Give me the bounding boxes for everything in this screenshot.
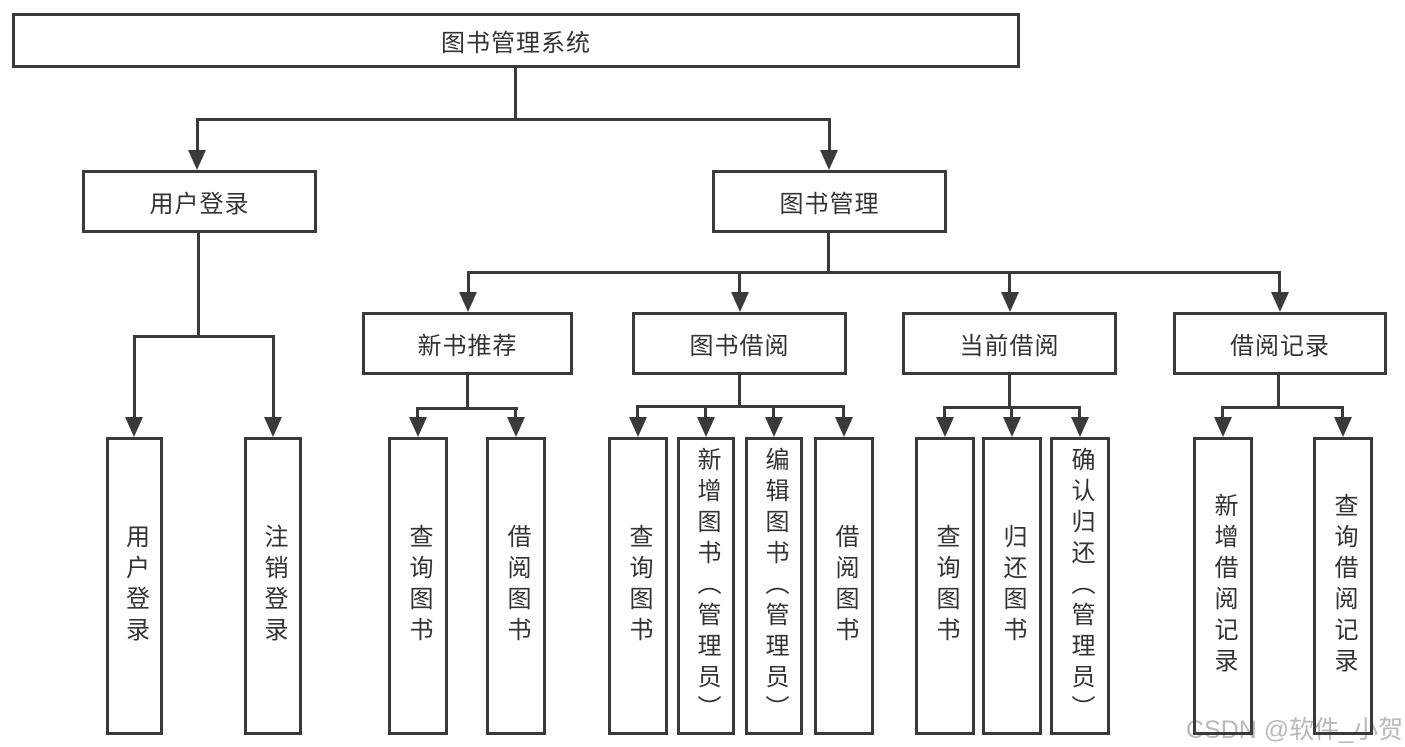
arrowhead-down-icon — [1001, 292, 1019, 312]
leaf-borrow-books-1: 借阅图书 — [486, 437, 546, 735]
connector-line — [272, 335, 275, 419]
connector-line — [1078, 406, 1081, 419]
leaf-label: 借阅图书 — [503, 524, 530, 648]
connector-line — [828, 118, 831, 152]
arrowhead-down-icon — [697, 417, 715, 437]
node-current-borrowing: 当前借阅 — [902, 312, 1117, 375]
connector-line — [1221, 406, 1224, 419]
connector-line — [636, 405, 639, 419]
arrowhead-down-icon — [507, 417, 525, 437]
connector-line — [197, 233, 200, 335]
connector-line — [197, 118, 831, 121]
csdn-watermark: CSDN @软件_小贺同学 — [1186, 716, 1405, 744]
arrowhead-down-icon — [264, 417, 282, 437]
leaf-add-books-admin: 新增图书（管理员） — [677, 437, 735, 735]
node-root-label: 图书管理系统 — [441, 30, 591, 57]
arrowhead-down-icon — [629, 417, 647, 437]
leaf-query-books-3: 查询图书 — [915, 437, 975, 735]
connector-line — [738, 271, 741, 294]
leaf-label: 查询图书 — [932, 524, 959, 648]
arrowhead-down-icon — [936, 417, 954, 437]
connector-line — [772, 405, 775, 419]
connector-line — [943, 406, 946, 419]
connector-line — [133, 335, 274, 338]
node-book-management-label: 图书管理 — [779, 191, 880, 218]
leaf-query-books-2: 查询图书 — [608, 437, 668, 735]
connector-line — [196, 118, 199, 152]
arrowhead-down-icon — [125, 417, 143, 437]
connector-line — [466, 375, 469, 407]
arrowhead-down-icon — [820, 150, 838, 170]
leaf-label: 查询图书 — [625, 524, 652, 648]
connector-line — [514, 407, 517, 419]
arrowhead-down-icon — [731, 292, 749, 312]
leaf-logout: 注销登录 — [244, 437, 302, 735]
leaf-edit-books-admin: 编辑图书（管理员） — [745, 437, 803, 735]
connector-line — [1341, 406, 1344, 419]
arrowhead-down-icon — [1271, 292, 1289, 312]
node-user-login-label: 用户登录 — [149, 191, 250, 218]
leaf-label: 注销登录 — [260, 524, 287, 648]
connector-line — [827, 233, 830, 271]
leaf-label: 借阅图书 — [831, 524, 858, 648]
node-current-borrowing-label: 当前借阅 — [959, 333, 1060, 360]
arrowhead-down-icon — [835, 417, 853, 437]
node-book-management: 图书管理 — [712, 170, 947, 233]
connector-line — [738, 375, 741, 405]
leaf-confirm-return-admin: 确认归还（管理员） — [1050, 437, 1110, 735]
connector-line — [636, 405, 845, 408]
leaf-query-books-1: 查询图书 — [388, 437, 448, 735]
arrowhead-down-icon — [1003, 417, 1021, 437]
connector-line — [1010, 406, 1013, 419]
leaf-label: 确认归还（管理员） — [1067, 446, 1094, 726]
connector-line — [133, 335, 136, 419]
connector-line — [1008, 271, 1011, 294]
node-borrowing-records: 借阅记录 — [1173, 312, 1387, 375]
connector-line — [467, 271, 470, 294]
leaf-query-borrow-record: 查询借阅记录 — [1313, 437, 1373, 735]
leaf-label: 编辑图书（管理员） — [761, 446, 788, 726]
connector-line — [1221, 406, 1344, 409]
connector-line — [416, 407, 419, 419]
connector-line — [514, 68, 517, 118]
arrowhead-down-icon — [409, 417, 427, 437]
arrowhead-down-icon — [1214, 417, 1232, 437]
leaf-label: 新增图书（管理员） — [693, 446, 720, 726]
node-book-borrowing-label: 图书借阅 — [689, 333, 790, 360]
leaf-return-books: 归还图书 — [982, 437, 1042, 735]
arrowhead-down-icon — [765, 417, 783, 437]
node-root-system: 图书管理系统 — [12, 13, 1020, 68]
node-borrowing-records-label: 借阅记录 — [1230, 333, 1330, 360]
leaf-label: 新增借阅记录 — [1210, 493, 1237, 679]
leaf-user-login: 用户登录 — [106, 437, 163, 735]
connector-line — [1278, 271, 1281, 294]
arrowhead-down-icon — [459, 292, 477, 312]
node-book-borrowing: 图书借阅 — [632, 312, 847, 375]
node-new-book-recommend: 新书推荐 — [362, 312, 573, 375]
leaf-label: 查询图书 — [405, 524, 432, 648]
leaf-label: 查询借阅记录 — [1330, 493, 1357, 679]
connector-line — [416, 407, 518, 410]
arrowhead-down-icon — [188, 150, 206, 170]
node-user-login: 用户登录 — [82, 170, 317, 233]
connector-line — [842, 405, 845, 419]
connector-line — [704, 405, 707, 419]
leaf-add-borrow-record: 新增借阅记录 — [1193, 437, 1253, 735]
arrowhead-down-icon — [1071, 417, 1089, 437]
leaf-borrow-books-2: 借阅图书 — [814, 437, 874, 735]
connector-line — [467, 271, 1281, 274]
arrowhead-down-icon — [1334, 417, 1352, 437]
leaf-label: 用户登录 — [121, 524, 149, 648]
connector-line — [1277, 375, 1280, 406]
leaf-label: 归还图书 — [999, 524, 1026, 648]
connector-line — [1008, 375, 1011, 406]
node-new-book-recommend-label: 新书推荐 — [417, 333, 518, 360]
